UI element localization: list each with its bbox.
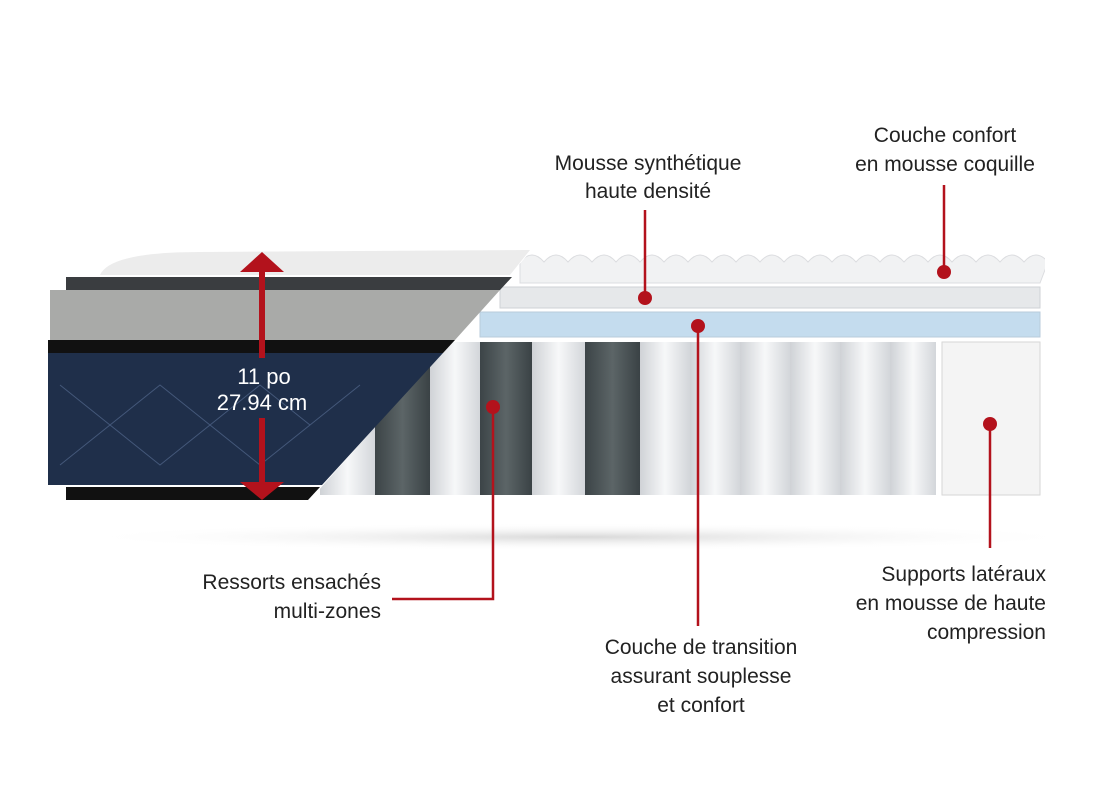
label-line: en mousse coquille [855, 153, 1035, 176]
label-line: et confort [657, 694, 745, 717]
label-line: haute densité [585, 180, 711, 203]
mattress-cover [48, 250, 530, 500]
height-dimension-arrow [240, 252, 284, 500]
label-line: Couche confort [874, 124, 1017, 147]
label-line: compression [927, 621, 1046, 644]
height-cm: 27.94 cm [217, 390, 308, 415]
label-transition-layer: Couche de transition assurant souplesse … [605, 636, 798, 717]
transition-layer [479, 311, 1041, 338]
label-line: en mousse de haute [856, 592, 1046, 615]
high-density-foam-layer [499, 286, 1041, 309]
label-side-supports: Supports latéraux en mousse de haute com… [856, 563, 1047, 644]
callout-lines [392, 185, 992, 626]
label-line: Supports latéraux [881, 563, 1046, 586]
label-line: assurant souplesse [611, 665, 792, 688]
label-pocket-springs: Ressorts ensachés multi-zones [202, 571, 381, 623]
label-line: multi-zones [274, 600, 381, 623]
label-line: Couche de transition [605, 636, 798, 659]
label-line: Mousse synthétique [555, 152, 742, 175]
label-comfort-layer: Couche confort en mousse coquille [855, 124, 1035, 176]
label-synthetic-foam: Mousse synthétique haute densité [555, 152, 742, 203]
floor-shadow [70, 523, 1090, 551]
height-inches: 11 po [237, 364, 290, 389]
callout-dots [486, 265, 997, 431]
egg-crate-foam-layer [519, 254, 1045, 284]
label-line: Ressorts ensachés [202, 571, 381, 594]
